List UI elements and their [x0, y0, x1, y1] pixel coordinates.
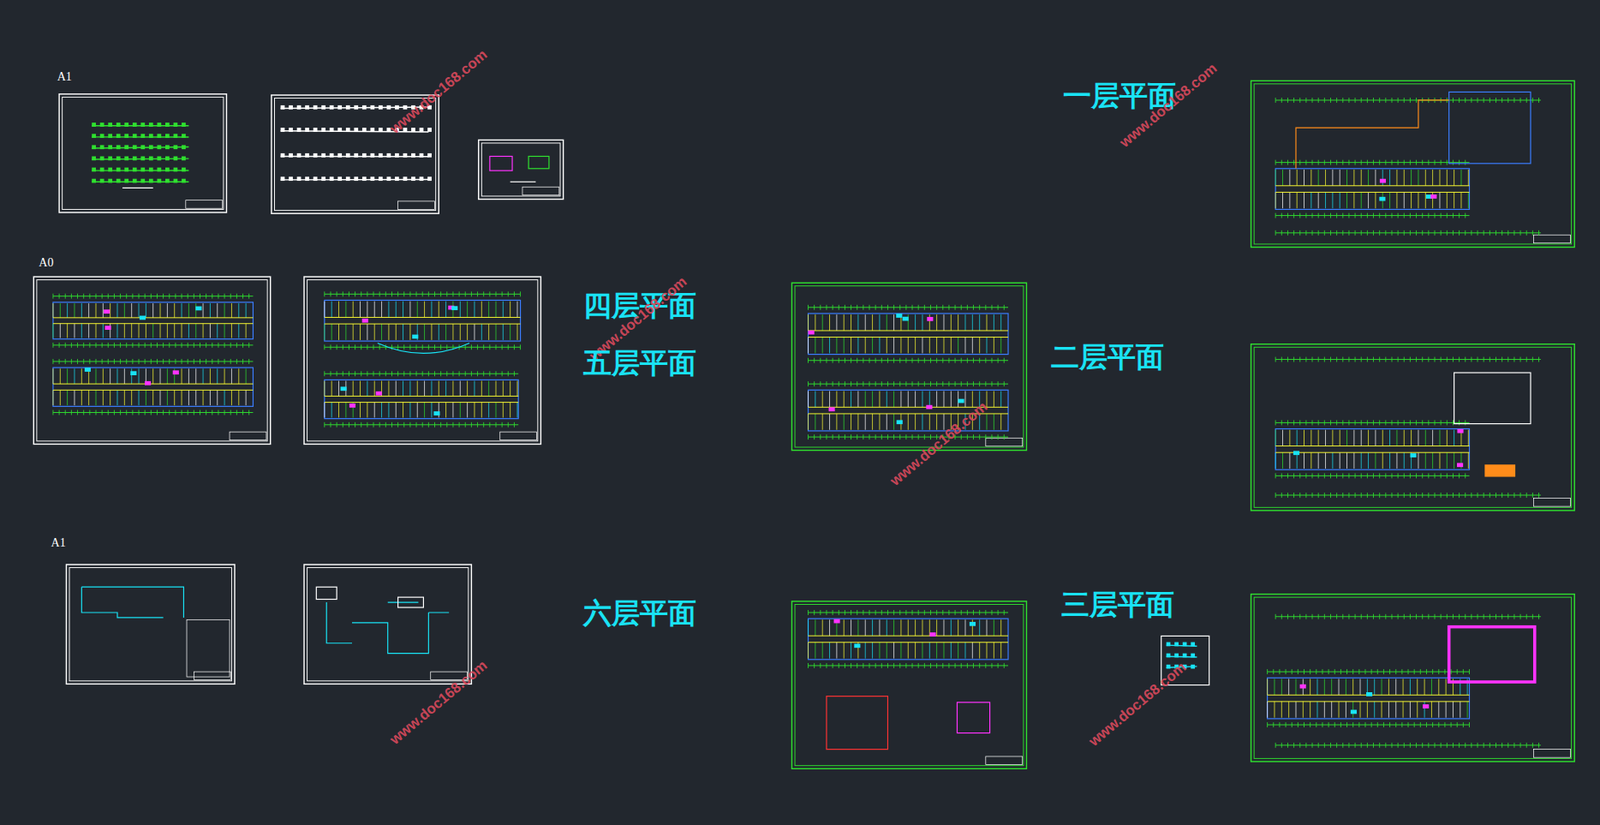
drawing-sheet [1251, 594, 1576, 762]
sheet-size-label: A1 [51, 537, 66, 550]
drawing-sheet [791, 601, 1027, 769]
drawing-sheet [478, 139, 564, 199]
floor-plan-title: 五层平面 [583, 348, 697, 377]
drawing-sheet [1251, 344, 1576, 511]
watermark: www.doc168.com [1086, 659, 1189, 749]
drawing-sheet [65, 564, 235, 684]
sheet-size-label: A1 [57, 71, 72, 84]
sheet-size-label: A0 [38, 256, 54, 269]
watermark: www.doc168.com [887, 399, 991, 489]
drawing-sheet [304, 564, 472, 684]
floor-plan-title: 二层平面 [1050, 342, 1165, 371]
drawing-sheet [304, 276, 541, 444]
floor-plan-title: 三层平面 [1061, 590, 1175, 619]
drawing-sheet [1251, 80, 1576, 247]
floor-plan-title: 六层平面 [583, 598, 697, 627]
drawing-sheet [791, 282, 1027, 450]
drawing-sheet [59, 94, 227, 213]
drawing-sheet [33, 276, 270, 444]
watermark: www.doc168.com [387, 656, 490, 747]
